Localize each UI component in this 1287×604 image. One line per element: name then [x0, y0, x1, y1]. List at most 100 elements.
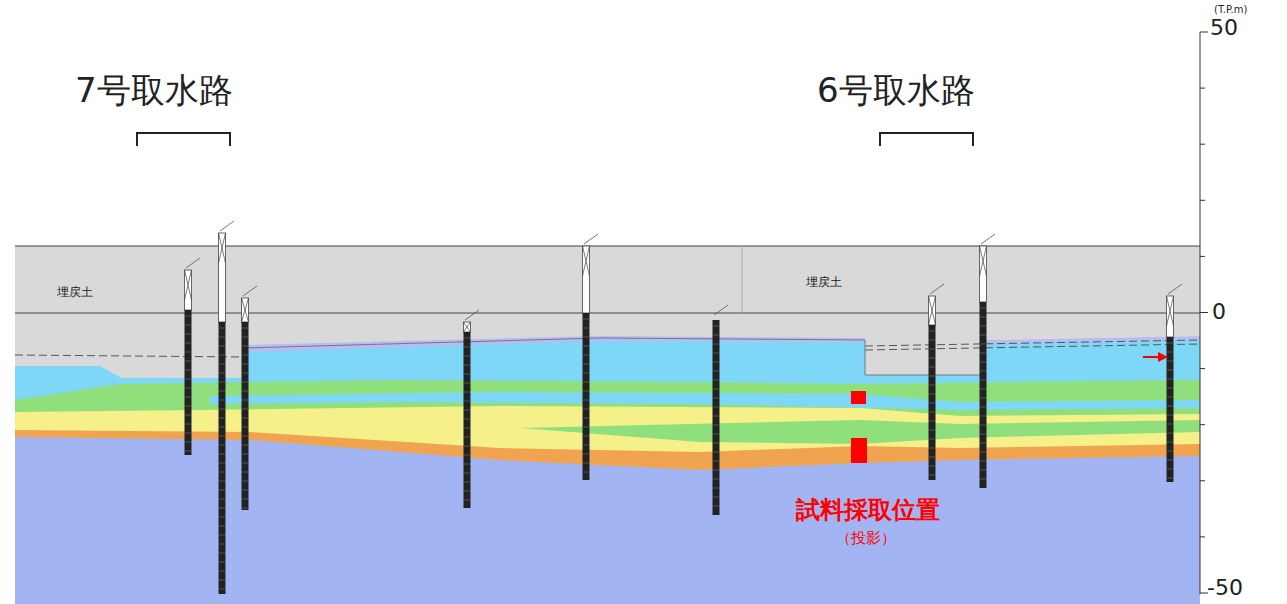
core-tick [980, 407, 987, 408]
core-tick [464, 383, 471, 384]
borehole-bar [185, 310, 192, 455]
core-tick [583, 472, 590, 473]
section-joint [742, 246, 743, 313]
core-tick [242, 508, 249, 509]
core-tick [219, 553, 226, 554]
core-tick [583, 427, 590, 428]
core-tick [1167, 478, 1174, 479]
core-tick [219, 337, 226, 338]
channel-title: 6号取水路 [817, 72, 975, 109]
core-tick [185, 406, 192, 407]
core-tick [980, 389, 987, 390]
core-tick [242, 436, 249, 437]
core-tick [583, 328, 590, 329]
core-tick [219, 481, 226, 482]
core-tick [929, 403, 936, 404]
core-tick [242, 427, 249, 428]
core-tick [242, 463, 249, 464]
core-tick [242, 337, 249, 338]
core-tick [583, 373, 590, 374]
core-tick [929, 376, 936, 377]
core-tick [242, 490, 249, 491]
core-tick [583, 418, 590, 419]
core-tick [980, 416, 987, 417]
red-arrow [1143, 356, 1160, 358]
casing-cross [464, 322, 471, 332]
core-tick [1167, 433, 1174, 434]
layer-outline [245, 338, 985, 378]
core-tick [980, 362, 987, 363]
casing-cross [980, 246, 987, 276]
core-tick [583, 454, 590, 455]
core-tick [464, 446, 471, 447]
core-tick [219, 445, 226, 446]
core-tick [185, 334, 192, 335]
core-tick [242, 355, 249, 356]
core-tick [219, 346, 226, 347]
clay-layer [15, 380, 1200, 604]
core-tick [242, 373, 249, 374]
core-tick [464, 482, 471, 483]
bedrock [15, 437, 1200, 604]
axis-tick [1200, 424, 1205, 425]
axis-value: 50 [1210, 16, 1238, 40]
hole-leader [186, 258, 200, 268]
core-tick [980, 344, 987, 345]
core-tick [242, 382, 249, 383]
borehole-bar [583, 313, 590, 480]
axis-value: 0 [1212, 300, 1226, 324]
core-tick [713, 398, 720, 399]
core-tick [1167, 352, 1174, 353]
gravel-layer [15, 430, 1200, 604]
core-tick [185, 451, 192, 452]
core-tick [219, 508, 226, 509]
core-tick [1167, 424, 1174, 425]
top-thin-layer [245, 336, 865, 352]
core-tick [219, 409, 226, 410]
core-tick [185, 388, 192, 389]
boreholes [185, 221, 1183, 594]
core-tick [980, 371, 987, 372]
core-tick [219, 463, 226, 464]
core-tick [219, 580, 226, 581]
core-tick [929, 349, 936, 350]
core-tick [713, 443, 720, 444]
core-tick [583, 319, 590, 320]
core-tick [929, 340, 936, 341]
borehole-bar [713, 320, 720, 515]
core-tick [929, 331, 936, 332]
core-tick [242, 472, 249, 473]
dashed-line [865, 344, 1200, 350]
bracket [880, 133, 973, 146]
sample-note: （投影） [836, 530, 896, 547]
hole-leader [1168, 284, 1182, 294]
backfill-excavation [985, 246, 1200, 340]
core-tick [219, 526, 226, 527]
core-tick [713, 506, 720, 507]
core-tick [713, 452, 720, 453]
borehole-bar [929, 325, 936, 480]
core-tick [1167, 370, 1174, 371]
core-tick [583, 436, 590, 437]
core-tick [242, 346, 249, 347]
core-tick [980, 479, 987, 480]
ground-line [15, 246, 1200, 247]
datum-line [15, 313, 1200, 314]
core-tick [242, 499, 249, 500]
core-tick [980, 317, 987, 318]
borehole-bar [219, 322, 226, 594]
axis-tick [1200, 88, 1205, 89]
core-tick [464, 401, 471, 402]
core-tick [242, 364, 249, 365]
backfill-layer [15, 246, 1200, 604]
core-tick [1167, 469, 1174, 470]
core-tick [583, 400, 590, 401]
casing-cross [583, 246, 590, 276]
casing-box [242, 298, 249, 322]
core-tick [219, 391, 226, 392]
core-tick [929, 466, 936, 467]
core-tick [464, 374, 471, 375]
core-tick [219, 436, 226, 437]
core-tick [219, 364, 226, 365]
core-tick [980, 335, 987, 336]
